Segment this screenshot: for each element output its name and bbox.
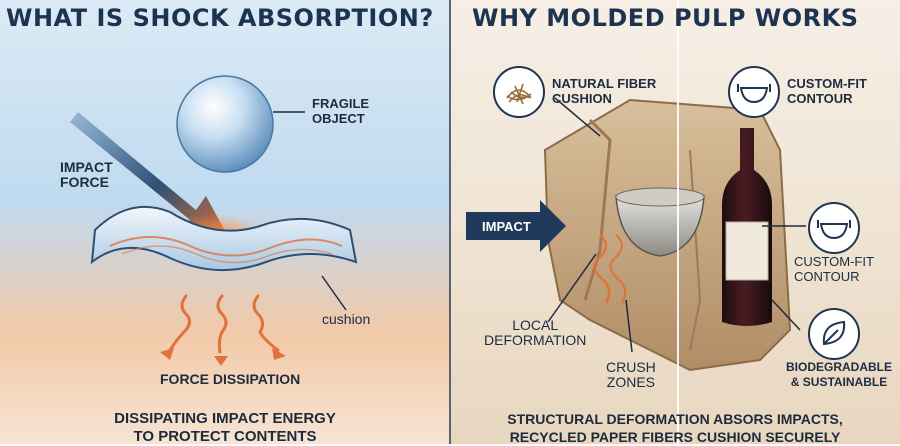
left-caption-line1: DISSIPATING IMPACT ENERGY	[114, 410, 336, 427]
fiber-leader-line	[554, 97, 601, 137]
fiber-label-line1: NATURAL FIBER	[552, 76, 657, 91]
bio-leader-line	[771, 299, 801, 331]
panel-divider	[449, 0, 451, 444]
natural-fiber-label: NATURAL FIBER CUSHION	[552, 76, 656, 106]
contour-mid-line1: CUSTOM-FIT	[794, 254, 874, 269]
impact-force-label: IMPACT FORCE	[60, 160, 113, 190]
wine-label	[725, 221, 769, 281]
local-line2: DEFORMATION	[484, 332, 587, 348]
crush-zone-folds	[593, 234, 611, 304]
shock-absorption-illustration	[70, 75, 358, 366]
right-panel-divider	[677, 0, 679, 444]
cushion-label: cushion	[322, 311, 371, 327]
bowl-contour-icon-mid	[808, 202, 860, 254]
right-panel-title: WHY MOLDED PULP WORKS	[472, 4, 859, 32]
impact-arrow-right	[466, 200, 566, 252]
custom-fit-contour-label-top: CUSTOM-FIT CONTOUR	[787, 76, 867, 106]
impact-arrow-label: IMPACT	[482, 219, 531, 234]
fiber-label-line2: CUSHION	[552, 91, 612, 106]
impact-label-line1: IMPACT	[60, 159, 113, 175]
bio-line1: BIODEGRADABLE	[786, 360, 893, 374]
impact-force-arrow	[70, 112, 232, 244]
pulp-tray-wall	[583, 118, 612, 301]
fragile-object-label: FRAGILE OBJECT	[312, 96, 369, 126]
crush-zones-label: CRUSH ZONES	[606, 360, 656, 390]
left-caption-line2: TO PROTECT CONTENTS	[133, 428, 317, 445]
fiber-nest-icon	[493, 66, 545, 118]
right-caption-line2: RECYCLED PAPER FIBERS CUSHION SECURELY	[509, 429, 841, 445]
leaf-icon	[808, 308, 860, 360]
left-caption: DISSIPATING IMPACT ENERGY TO PROTECT CON…	[0, 410, 450, 446]
contour-top-line1: CUSTOM-FIT	[787, 76, 867, 91]
fragile-object-sphere	[176, 75, 274, 173]
force-dissipation-arrows	[168, 294, 280, 354]
force-dissipation-label: FORCE DISSIPATION	[160, 371, 301, 387]
fragile-label-line2: OBJECT	[312, 111, 365, 126]
right-caption-line1: STRUCTURAL DEFORMATION ABSORS IMPACTS,	[507, 411, 843, 427]
cushion-leader-line	[321, 275, 347, 311]
dissipation-arrowheads	[160, 348, 286, 366]
left-panel-title: WHAT IS SHOCK ABSORPTION?	[6, 4, 434, 32]
contour-top-line2: CONTOUR	[787, 91, 853, 106]
right-caption: STRUCTURAL DEFORMATION ABSORS IMPACTS, R…	[450, 410, 900, 446]
contour-mid-line2: CONTOUR	[794, 269, 860, 284]
crush-line2: ZONES	[606, 374, 655, 390]
local-deformation-leader	[547, 253, 597, 323]
cushion-pad	[90, 205, 358, 272]
local-line1: LOCAL	[512, 317, 559, 333]
biodegradable-label: BIODEGRADABLE & SUSTAINABLE	[786, 360, 892, 390]
local-deformation-label: LOCAL DEFORMATION	[484, 318, 586, 348]
custom-fit-contour-label-mid: CUSTOM-FIT CONTOUR	[794, 254, 874, 284]
bio-line2: & SUSTAINABLE	[790, 375, 888, 389]
impact-label-line2: FORCE	[60, 174, 109, 190]
crush-line1: CRUSH	[606, 359, 656, 375]
cushion-pad-inner	[109, 236, 343, 257]
crush-zones-leader	[625, 299, 633, 353]
bowl-contour-icon	[728, 66, 780, 118]
fragile-label-line1: FRAGILE	[312, 96, 370, 111]
